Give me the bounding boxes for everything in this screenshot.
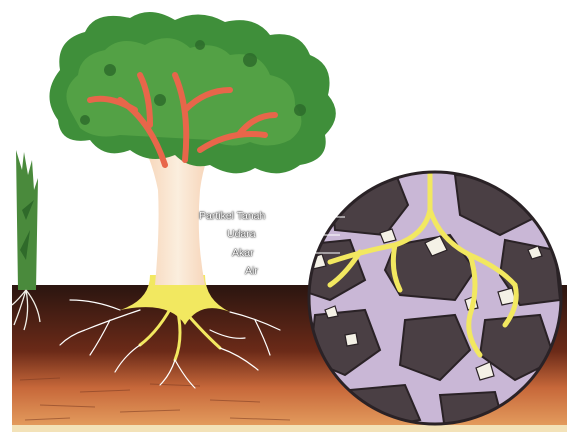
label-air: Air [245,265,258,277]
label-akar: Akar [232,247,254,259]
label-partikel-tanah: Partikel Tanah [199,210,265,222]
bedrock-band [12,425,567,432]
tree-foliage [49,12,335,173]
grass-plant [16,150,38,290]
label-udara: Udara [227,228,256,240]
